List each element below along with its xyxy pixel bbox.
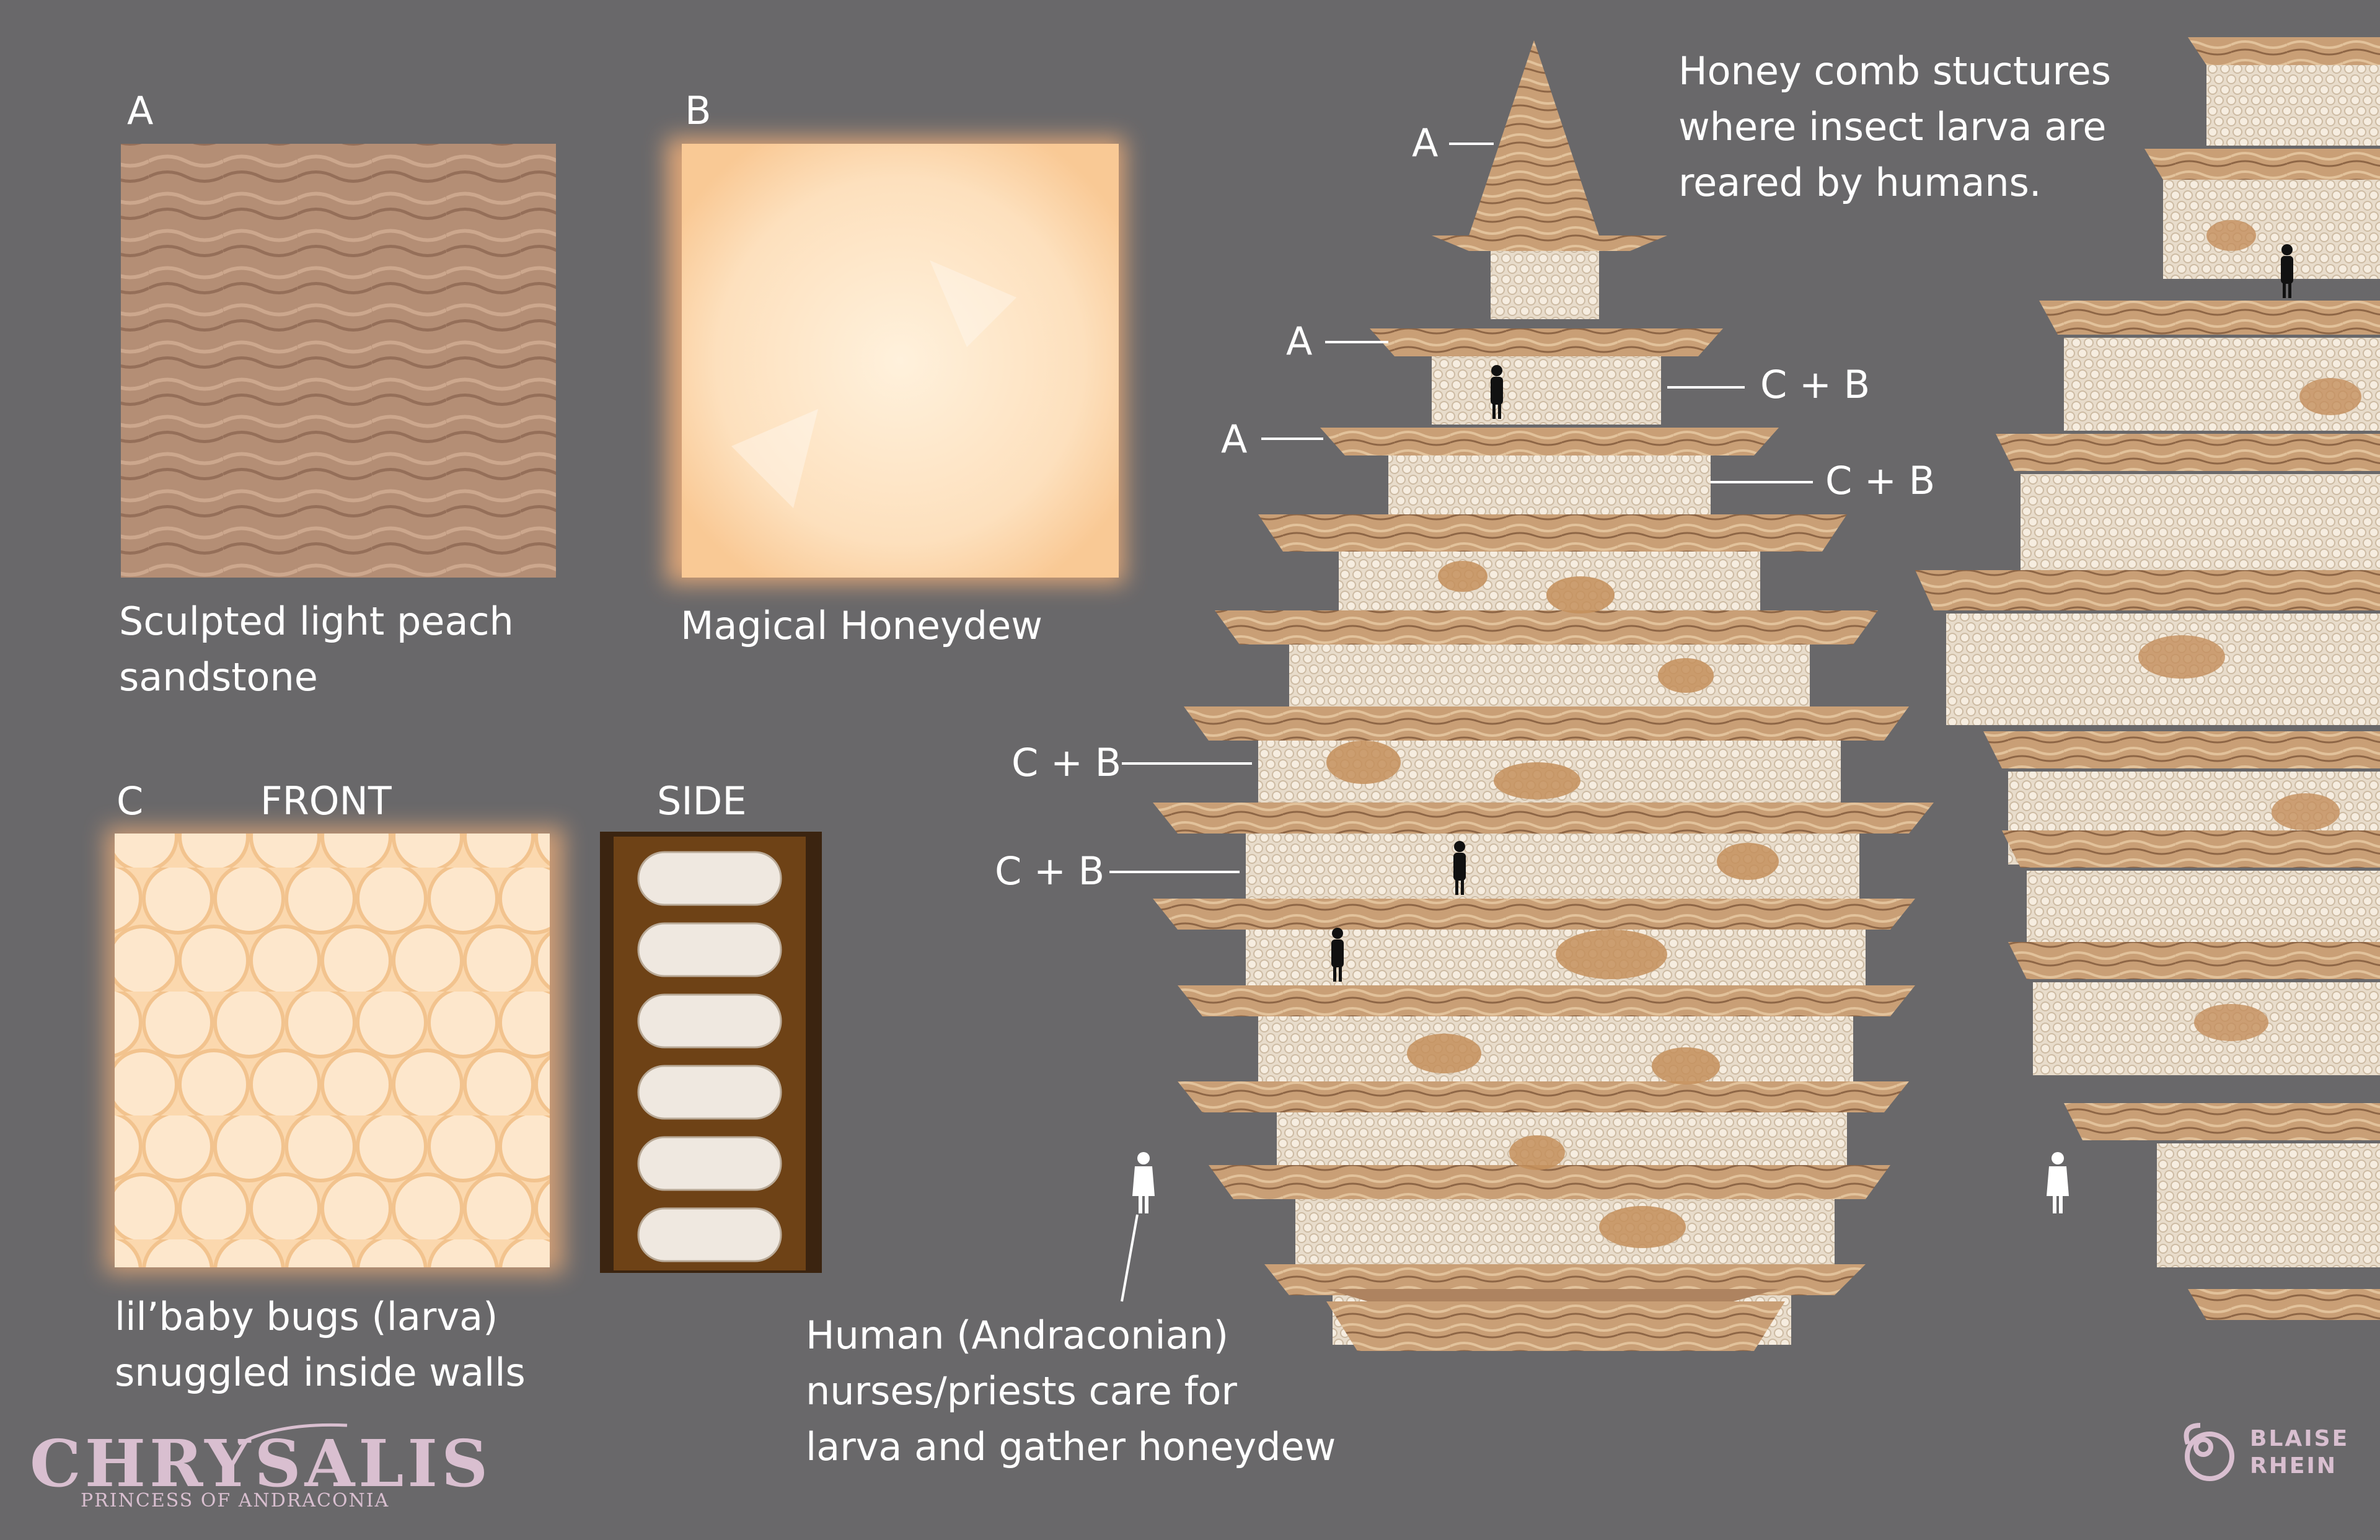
honeycomb-tower-secondary bbox=[1915, 37, 2380, 1320]
front-label: FRONT bbox=[260, 778, 392, 824]
swatch-larva-side bbox=[600, 832, 822, 1273]
brand-title: CHRYSALIS bbox=[30, 1425, 492, 1502]
human-silhouettes bbox=[1132, 1152, 2069, 1213]
callout-tier1: A bbox=[1286, 319, 1313, 364]
swatch-sandstone bbox=[121, 144, 556, 578]
swatch-b-letter: B bbox=[685, 88, 712, 133]
swatch-honeycomb-front bbox=[105, 827, 564, 1274]
swatch-a-letter: A bbox=[127, 88, 154, 133]
callout-cb3: C + B bbox=[1011, 740, 1122, 785]
human-note: Human (Andraconian) nurses/priests care … bbox=[806, 1313, 1336, 1469]
callout-lines bbox=[1109, 143, 1813, 1302]
honeycomb-tower bbox=[1153, 40, 1934, 1351]
signature: BLAISE RHEIN bbox=[2250, 1425, 2349, 1480]
side-label: SIDE bbox=[657, 778, 747, 824]
brand-swoosh-icon bbox=[237, 1423, 348, 1446]
callout-cb4: C + B bbox=[995, 848, 1105, 894]
callout-cb1: C + B bbox=[1760, 362, 1871, 407]
signature-logo-icon bbox=[2184, 1423, 2234, 1481]
swatch-c-letter: C bbox=[117, 778, 144, 824]
sandstone-caption: Sculpted light peach sandstone bbox=[119, 599, 514, 700]
swatch-honeydew bbox=[666, 138, 1125, 584]
callout-cb2: C + B bbox=[1825, 458, 1936, 503]
honeydew-caption: Magical Honeydew bbox=[681, 603, 1042, 648]
larva-caption: lil’baby bugs (larva) snuggled inside wa… bbox=[115, 1294, 526, 1395]
callout-tier2: A bbox=[1221, 416, 1248, 462]
signature-line2: RHEIN bbox=[2250, 1453, 2337, 1479]
callout-spire: A bbox=[1412, 120, 1439, 165]
brand-subtitle: PRINCESS OF ANDRACONIA bbox=[81, 1490, 390, 1511]
signature-line1: BLAISE bbox=[2250, 1426, 2350, 1451]
structure-note: Honey comb stuctures where insect larva … bbox=[1678, 48, 2112, 205]
